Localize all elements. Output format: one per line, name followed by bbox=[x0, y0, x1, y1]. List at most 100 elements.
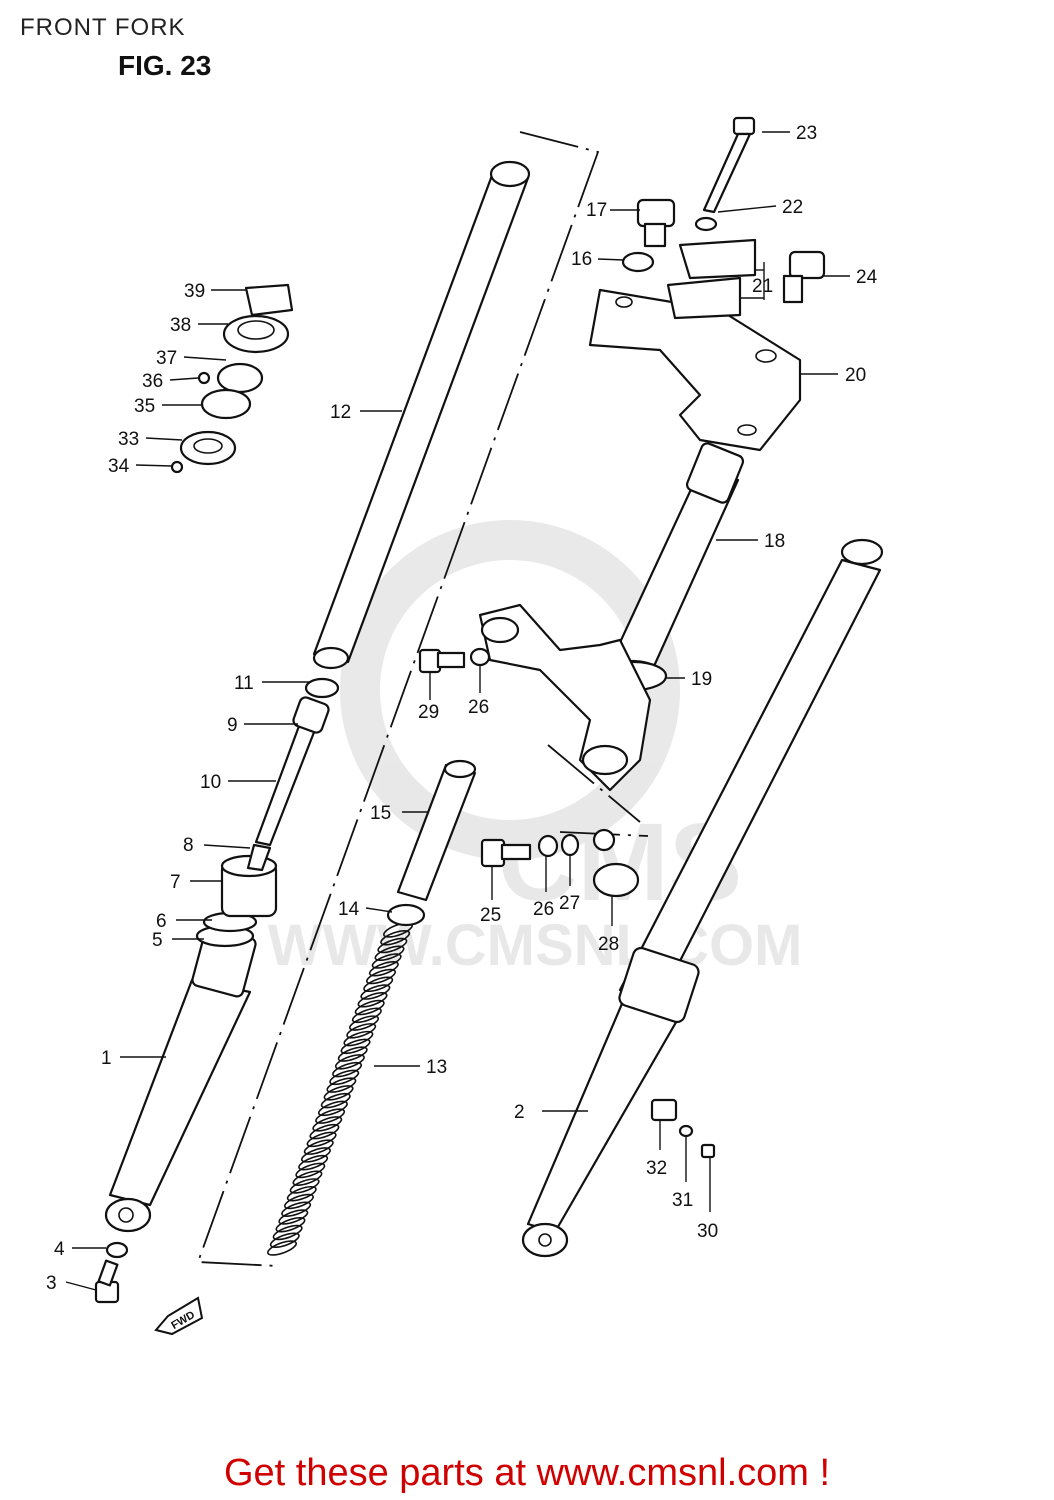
spring-coil bbox=[332, 1061, 363, 1078]
spring-coil bbox=[366, 968, 397, 985]
bolt-24 bbox=[782, 250, 826, 304]
callout-5: 5 bbox=[152, 930, 163, 951]
steering-bearing-stack bbox=[170, 283, 294, 474]
callout-10: 10 bbox=[200, 772, 221, 793]
grommet-28 bbox=[592, 828, 640, 898]
callout-7: 7 bbox=[170, 872, 181, 893]
callout-23: 23 bbox=[796, 123, 817, 144]
callout-35: 35 bbox=[134, 396, 155, 417]
spring-coil bbox=[349, 1015, 380, 1031]
callout-4: 4 bbox=[54, 1239, 65, 1260]
section-title: FRONT FORK bbox=[20, 14, 186, 41]
fork-tube-12 bbox=[312, 160, 531, 670]
spring-coil bbox=[269, 1232, 300, 1249]
spring-coil bbox=[337, 1046, 368, 1062]
callout-28: 28 bbox=[598, 934, 619, 955]
callout-21: 21 bbox=[752, 276, 773, 297]
spring-coil bbox=[368, 961, 399, 977]
washer-26-lower bbox=[537, 834, 559, 858]
fwd-arrow-icon: FWD bbox=[154, 1296, 204, 1336]
seal-33 bbox=[179, 430, 237, 466]
spring-coil bbox=[354, 999, 385, 1016]
callout-11: 11 bbox=[234, 673, 254, 694]
callout-18: 18 bbox=[764, 531, 785, 552]
washer-31 bbox=[678, 1124, 694, 1138]
watermark-text: WWW.CMSNL.COM bbox=[268, 913, 803, 978]
spring-coil bbox=[278, 1209, 309, 1225]
callout-38: 38 bbox=[170, 315, 191, 336]
callout-26-lower: 26 bbox=[533, 899, 554, 920]
bolt-25 bbox=[480, 838, 532, 868]
bolt-17 bbox=[636, 198, 676, 248]
washer-14 bbox=[386, 903, 426, 927]
ball-34 bbox=[170, 460, 184, 474]
spring-coil bbox=[346, 1023, 377, 1039]
bolt-23 bbox=[702, 116, 756, 214]
callout-22: 22 bbox=[782, 197, 803, 218]
outer-tube-right-2 bbox=[521, 538, 884, 1258]
spring-coil bbox=[326, 1077, 357, 1093]
spring-coil bbox=[298, 1154, 329, 1171]
callout-17: 17 bbox=[586, 200, 607, 221]
callout-14: 14 bbox=[338, 899, 360, 920]
spacer-15 bbox=[396, 759, 477, 902]
spring-coil bbox=[309, 1123, 340, 1140]
spring-coil bbox=[317, 1100, 348, 1117]
callout-6: 6 bbox=[156, 911, 167, 932]
callout-33: 33 bbox=[118, 429, 139, 450]
callout-27: 27 bbox=[559, 893, 580, 914]
handlebar-bracket-20 bbox=[588, 288, 802, 452]
spring-coil bbox=[377, 937, 408, 954]
callout-32: 32 bbox=[646, 1158, 667, 1179]
callout-39: 39 bbox=[184, 281, 205, 302]
lower-bracket bbox=[478, 603, 652, 792]
spring-coil bbox=[275, 1216, 306, 1233]
handlebar-holders-21 bbox=[666, 238, 757, 320]
callout-30: 30 bbox=[697, 1221, 718, 1242]
cta-footer-link[interactable]: Get these parts at www.cmsnl.com ! bbox=[223, 1452, 831, 1494]
callouts: 23 22 17 16 21 24 20 18 19 12 39 38 37 3… bbox=[46, 123, 878, 1294]
spring-coil bbox=[320, 1092, 351, 1109]
callout-31: 31 bbox=[672, 1190, 693, 1211]
spring-coil bbox=[371, 953, 402, 969]
callout-13: 13 bbox=[426, 1057, 447, 1078]
screw-30 bbox=[700, 1143, 716, 1159]
spring-coil bbox=[334, 1054, 365, 1070]
callout-9: 9 bbox=[227, 715, 238, 736]
callout-24: 24 bbox=[856, 267, 878, 288]
spring-coil bbox=[303, 1139, 334, 1155]
fork-spring-13 bbox=[267, 922, 413, 1256]
callout-12: 12 bbox=[330, 402, 351, 423]
callout-16: 16 bbox=[571, 249, 592, 270]
callout-8: 8 bbox=[183, 835, 194, 856]
callout-19: 19 bbox=[691, 669, 712, 690]
figure-label: FIG. 23 bbox=[118, 50, 212, 81]
spring-coil bbox=[340, 1038, 371, 1055]
outer-tube-left-1 bbox=[104, 911, 258, 1233]
race-37 bbox=[216, 362, 264, 394]
spring-coil bbox=[267, 1240, 297, 1256]
callout-20: 20 bbox=[845, 365, 866, 386]
spring-coil bbox=[306, 1131, 337, 1148]
spring-coil bbox=[374, 945, 405, 962]
callout-29: 29 bbox=[418, 702, 439, 723]
callout-34: 34 bbox=[108, 456, 130, 477]
spring-coil bbox=[300, 1147, 331, 1163]
spring-coil bbox=[292, 1170, 323, 1186]
callout-25: 25 bbox=[480, 905, 501, 926]
spring-coil bbox=[272, 1224, 303, 1241]
callout-26-upper: 26 bbox=[468, 697, 489, 718]
washer-26-upper bbox=[469, 647, 491, 667]
callout-15: 15 bbox=[370, 803, 391, 824]
spring-coil bbox=[351, 1007, 382, 1024]
race-35 bbox=[200, 388, 252, 420]
spring-coil bbox=[360, 984, 391, 1000]
damper-rod-assembly bbox=[246, 677, 340, 872]
callout-2: 2 bbox=[514, 1102, 525, 1123]
bolt-3 bbox=[94, 1259, 120, 1304]
nut-39 bbox=[244, 283, 294, 317]
spring-coil bbox=[363, 976, 394, 993]
spring-coil bbox=[343, 1030, 374, 1047]
callout-36: 36 bbox=[142, 371, 163, 392]
